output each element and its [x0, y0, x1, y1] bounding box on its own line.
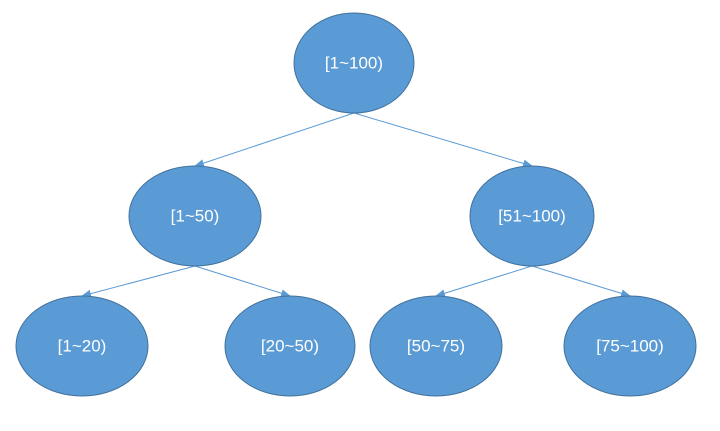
edge-root-to-right [353, 112, 533, 168]
node-ellipse [563, 295, 697, 397]
edge-left-to-lr [194, 265, 291, 298]
node-ellipse [469, 165, 595, 267]
edges-layer [81, 112, 631, 298]
tree-node-left: [1~50) [128, 165, 262, 267]
tree-node-rl: [50~75) [369, 295, 503, 397]
node-label: [1~100) [325, 54, 383, 73]
node-ellipse [15, 295, 149, 397]
nodes-layer: [1~100) [1~50) [51~100) [1~20) [20~50) [50~75… [15, 12, 697, 397]
node-label: [50~75) [407, 337, 465, 356]
node-label: [75~100) [596, 337, 664, 356]
node-label: [20~50) [261, 337, 319, 356]
tree-node-ll: [1~20) [15, 295, 149, 397]
node-label: [51~100) [498, 207, 566, 226]
edge-root-to-left [194, 112, 355, 167]
edge-right-to-rr [531, 265, 631, 298]
tree-node-rr: [75~100) [563, 295, 697, 397]
tree-node-root: [1~100) [293, 12, 415, 114]
node-label: [1~20) [58, 337, 107, 356]
node-ellipse [293, 12, 415, 114]
node-ellipse [128, 165, 262, 267]
node-ellipse [224, 295, 356, 397]
edge-right-to-rl [435, 265, 533, 298]
edge-left-to-ll [81, 265, 196, 298]
node-label: [1~50) [171, 207, 220, 226]
tree-node-right: [51~100) [469, 165, 595, 267]
tree-node-lr: [20~50) [224, 295, 356, 397]
node-ellipse [369, 295, 503, 397]
